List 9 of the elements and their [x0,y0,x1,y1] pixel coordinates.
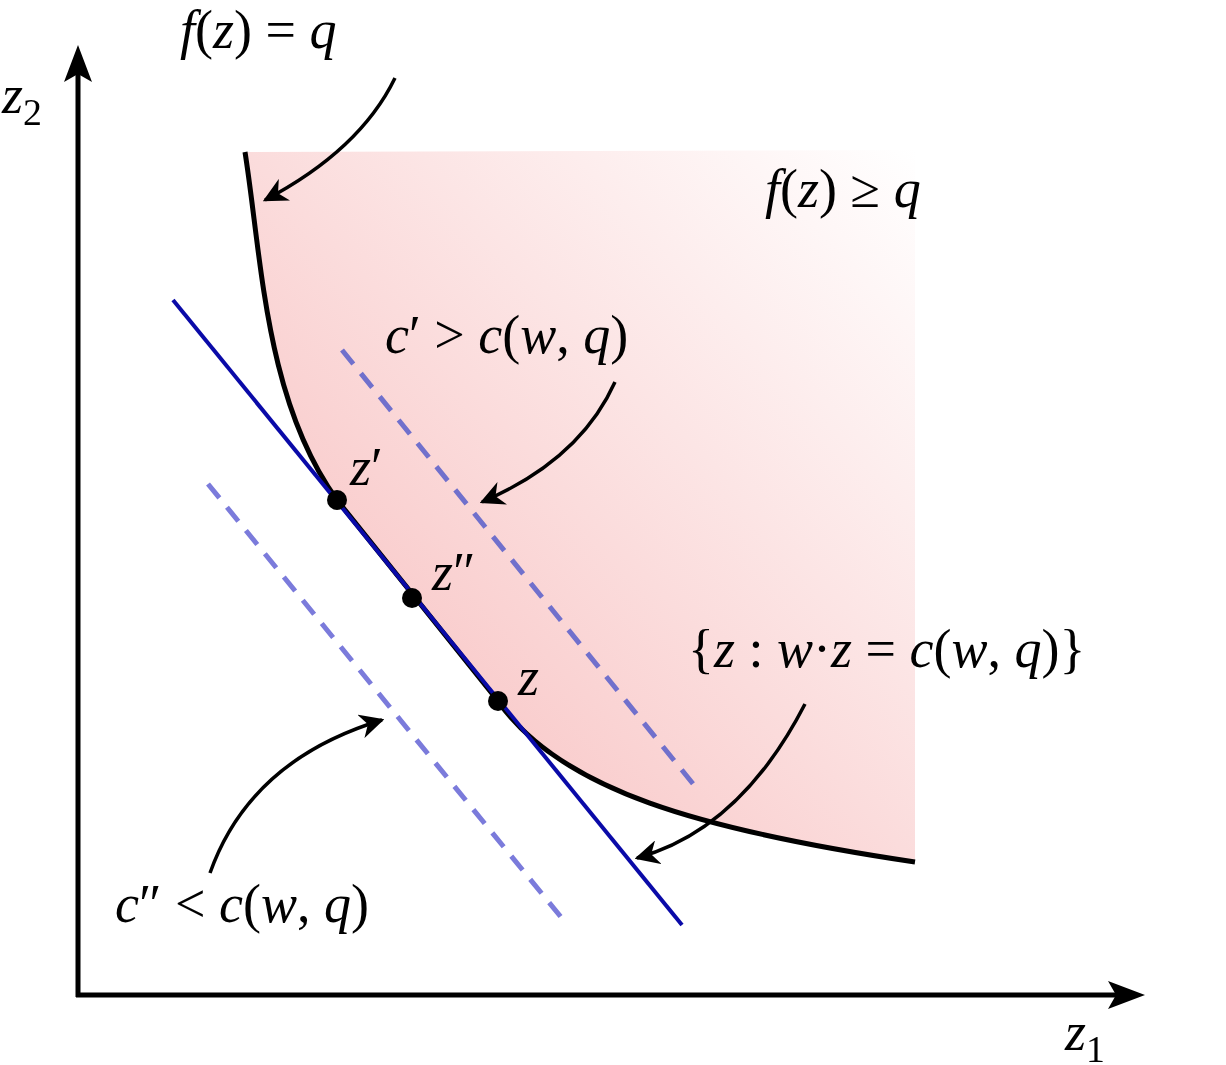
point-label: z″ [432,545,476,599]
axis-label: z$_{1}$ [1065,1005,1105,1065]
leader-arrow [262,77,397,202]
point-label: z′ [350,440,383,494]
point-label: z [518,650,539,704]
leader-arrow [479,381,617,504]
axis-label: z$_{2}$ [2,68,42,132]
leader-arrow [208,715,385,874]
leader-arrow [634,703,807,864]
